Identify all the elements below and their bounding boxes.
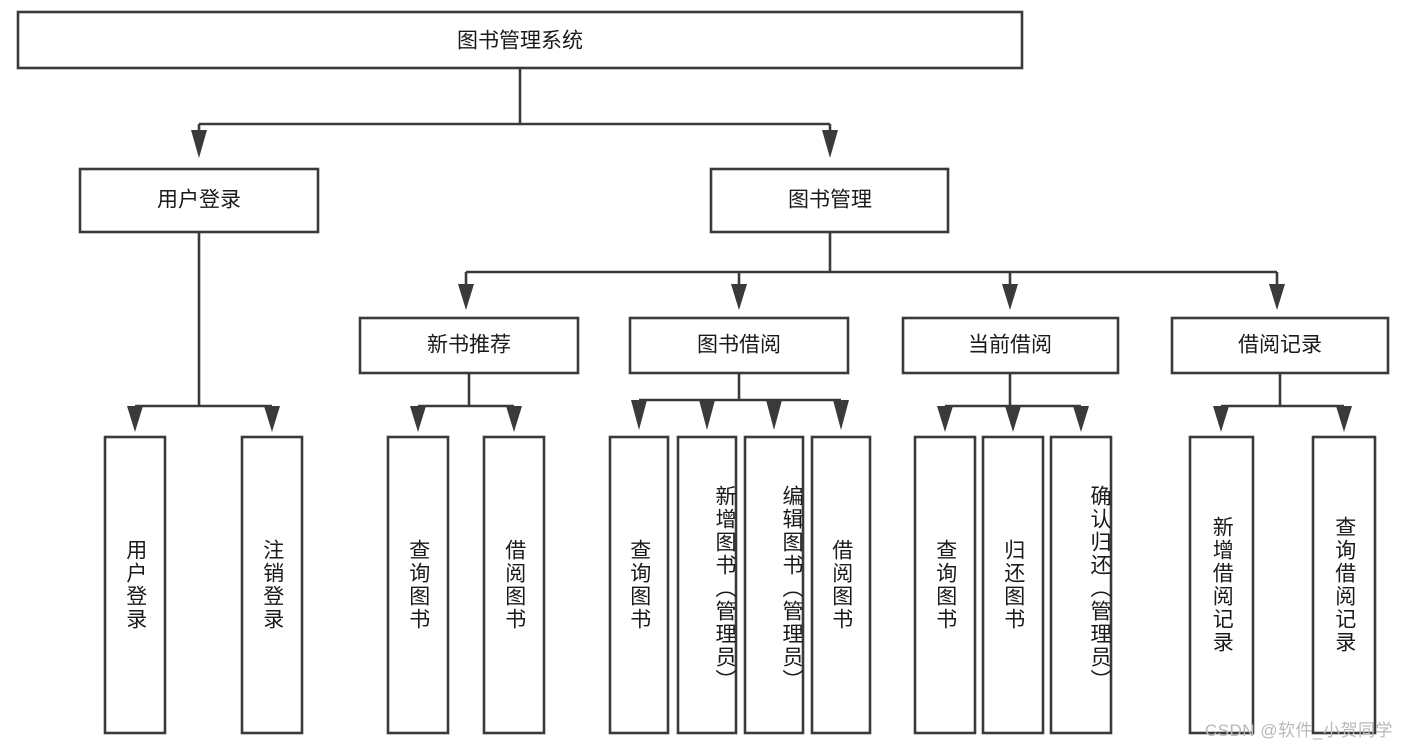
leaf-box-bb-query-books[interactable] [608,435,670,735]
leaf-label-nbr-borrow-books: 借阅图书 [502,539,526,631]
node-new-book-recommend[interactable]: 新书推荐 [358,316,580,375]
node-book-borrow[interactable]: 图书借阅 [628,316,850,375]
leaf-box-br-add-record[interactable] [1188,435,1255,735]
arrow-bb-to-edit-book [766,400,782,430]
leaf-box-nbr-query-books[interactable] [386,435,450,735]
arrow-bm-to-current-borrow [1002,284,1018,310]
leaf-boxes [103,435,1377,735]
edge-group-book-borrow [631,373,849,430]
arrow-bm-to-borrow [731,284,747,310]
leaf-label-bb-query-books: 查询图书 [627,539,651,631]
leaf-label-nbr-query-books: 查询图书 [406,539,430,631]
leaf-label-bb-edit-book: 编辑图书（管理员） [780,485,803,692]
edge-group-new-book-recommend [410,373,522,432]
node-book-borrow-box[interactable] [628,316,850,375]
edge-group-user-login [127,232,280,432]
leaf-label-br-add-record: 新增借阅记录 [1210,516,1234,654]
arrow-nbr-to-borrow-books [506,406,522,432]
edge-group-root [191,68,838,158]
node-book-management-box[interactable] [709,167,950,234]
leaf-label-br-query-record: 查询借阅记录 [1332,516,1356,654]
arrow-cb-to-confirm-return [1073,406,1089,432]
node-current-borrow-box[interactable] [901,316,1120,375]
arrow-root-to-user-login [191,130,207,158]
leaf-box-bb-add-book[interactable] [676,435,738,735]
node-book-borrow-label: 图书借阅 [697,334,781,357]
node-new-book-recommend-box[interactable] [358,316,580,375]
node-borrow-records[interactable]: 借阅记录 [1170,316,1390,375]
node-new-book-recommend-label: 新书推荐 [427,334,511,357]
leaf-label-logout: 注销登录 [260,539,284,631]
leaf-box-cb-confirm-return[interactable] [1049,435,1113,735]
node-user-login[interactable]: 用户登录 [78,167,320,234]
node-user-login-box[interactable] [78,167,320,234]
leaf-box-cb-return-book[interactable] [981,435,1045,735]
arrow-br-to-add-record [1213,406,1229,432]
leaf-label-cb-confirm-return: 确认归还（管理员） [1088,485,1111,692]
node-book-management[interactable]: 图书管理 [709,167,950,234]
arrow-bb-to-add-book [699,400,715,430]
node-user-login-label: 用户登录 [157,189,241,212]
edge-group-book-management [458,232,1285,310]
arrow-root-to-book-mgmt [822,130,838,158]
leaf-box-logout[interactable] [240,435,304,735]
node-root[interactable]: 图书管理系统 [16,10,1024,70]
leaf-box-user-login[interactable] [103,435,167,735]
arrow-bm-to-records [1269,284,1285,310]
arrow-cb-to-query-books [937,406,953,432]
arrow-ul-to-user-login-leaf [127,406,143,432]
csdn-watermark: CSDN @软件_小贺同学 [1204,721,1393,740]
node-borrow-records-label: 借阅记录 [1238,334,1322,357]
arrow-bb-to-query-books [631,400,647,430]
leaf-label-cb-query-books: 查询图书 [933,539,957,631]
node-root-label: 图书管理系统 [457,30,583,53]
node-current-borrow-label: 当前借阅 [968,334,1052,357]
leaf-label-cb-return-book: 归还图书 [1001,539,1025,631]
leaf-box-bb-borrow-book[interactable] [810,435,872,735]
leaf-box-br-query-record[interactable] [1311,435,1377,735]
leaf-label-bb-borrow-book: 借阅图书 [829,539,853,631]
arrow-br-to-query-record [1336,406,1352,432]
arrow-ul-to-logout-leaf [264,406,280,432]
leaf-label-bb-add-book: 新增图书（管理员） [713,485,736,692]
node-book-management-label: 图书管理 [788,189,872,212]
edge-group-borrow-records [1213,373,1352,432]
node-current-borrow[interactable]: 当前借阅 [901,316,1120,375]
node-root-box[interactable] [16,10,1024,70]
edge-group-current-borrow [937,373,1089,432]
leaf-box-bb-edit-book[interactable] [743,435,805,735]
arrow-nbr-to-query-books [410,406,426,432]
leaf-label-user-login: 用户登录 [123,539,147,631]
leaf-box-cb-query-books[interactable] [913,435,977,735]
arrow-cb-to-return-book [1005,406,1021,432]
arrow-bm-to-new-books [458,284,474,310]
leaf-box-nbr-borrow-books[interactable] [482,435,546,735]
arrow-bb-to-borrow-book [833,400,849,430]
